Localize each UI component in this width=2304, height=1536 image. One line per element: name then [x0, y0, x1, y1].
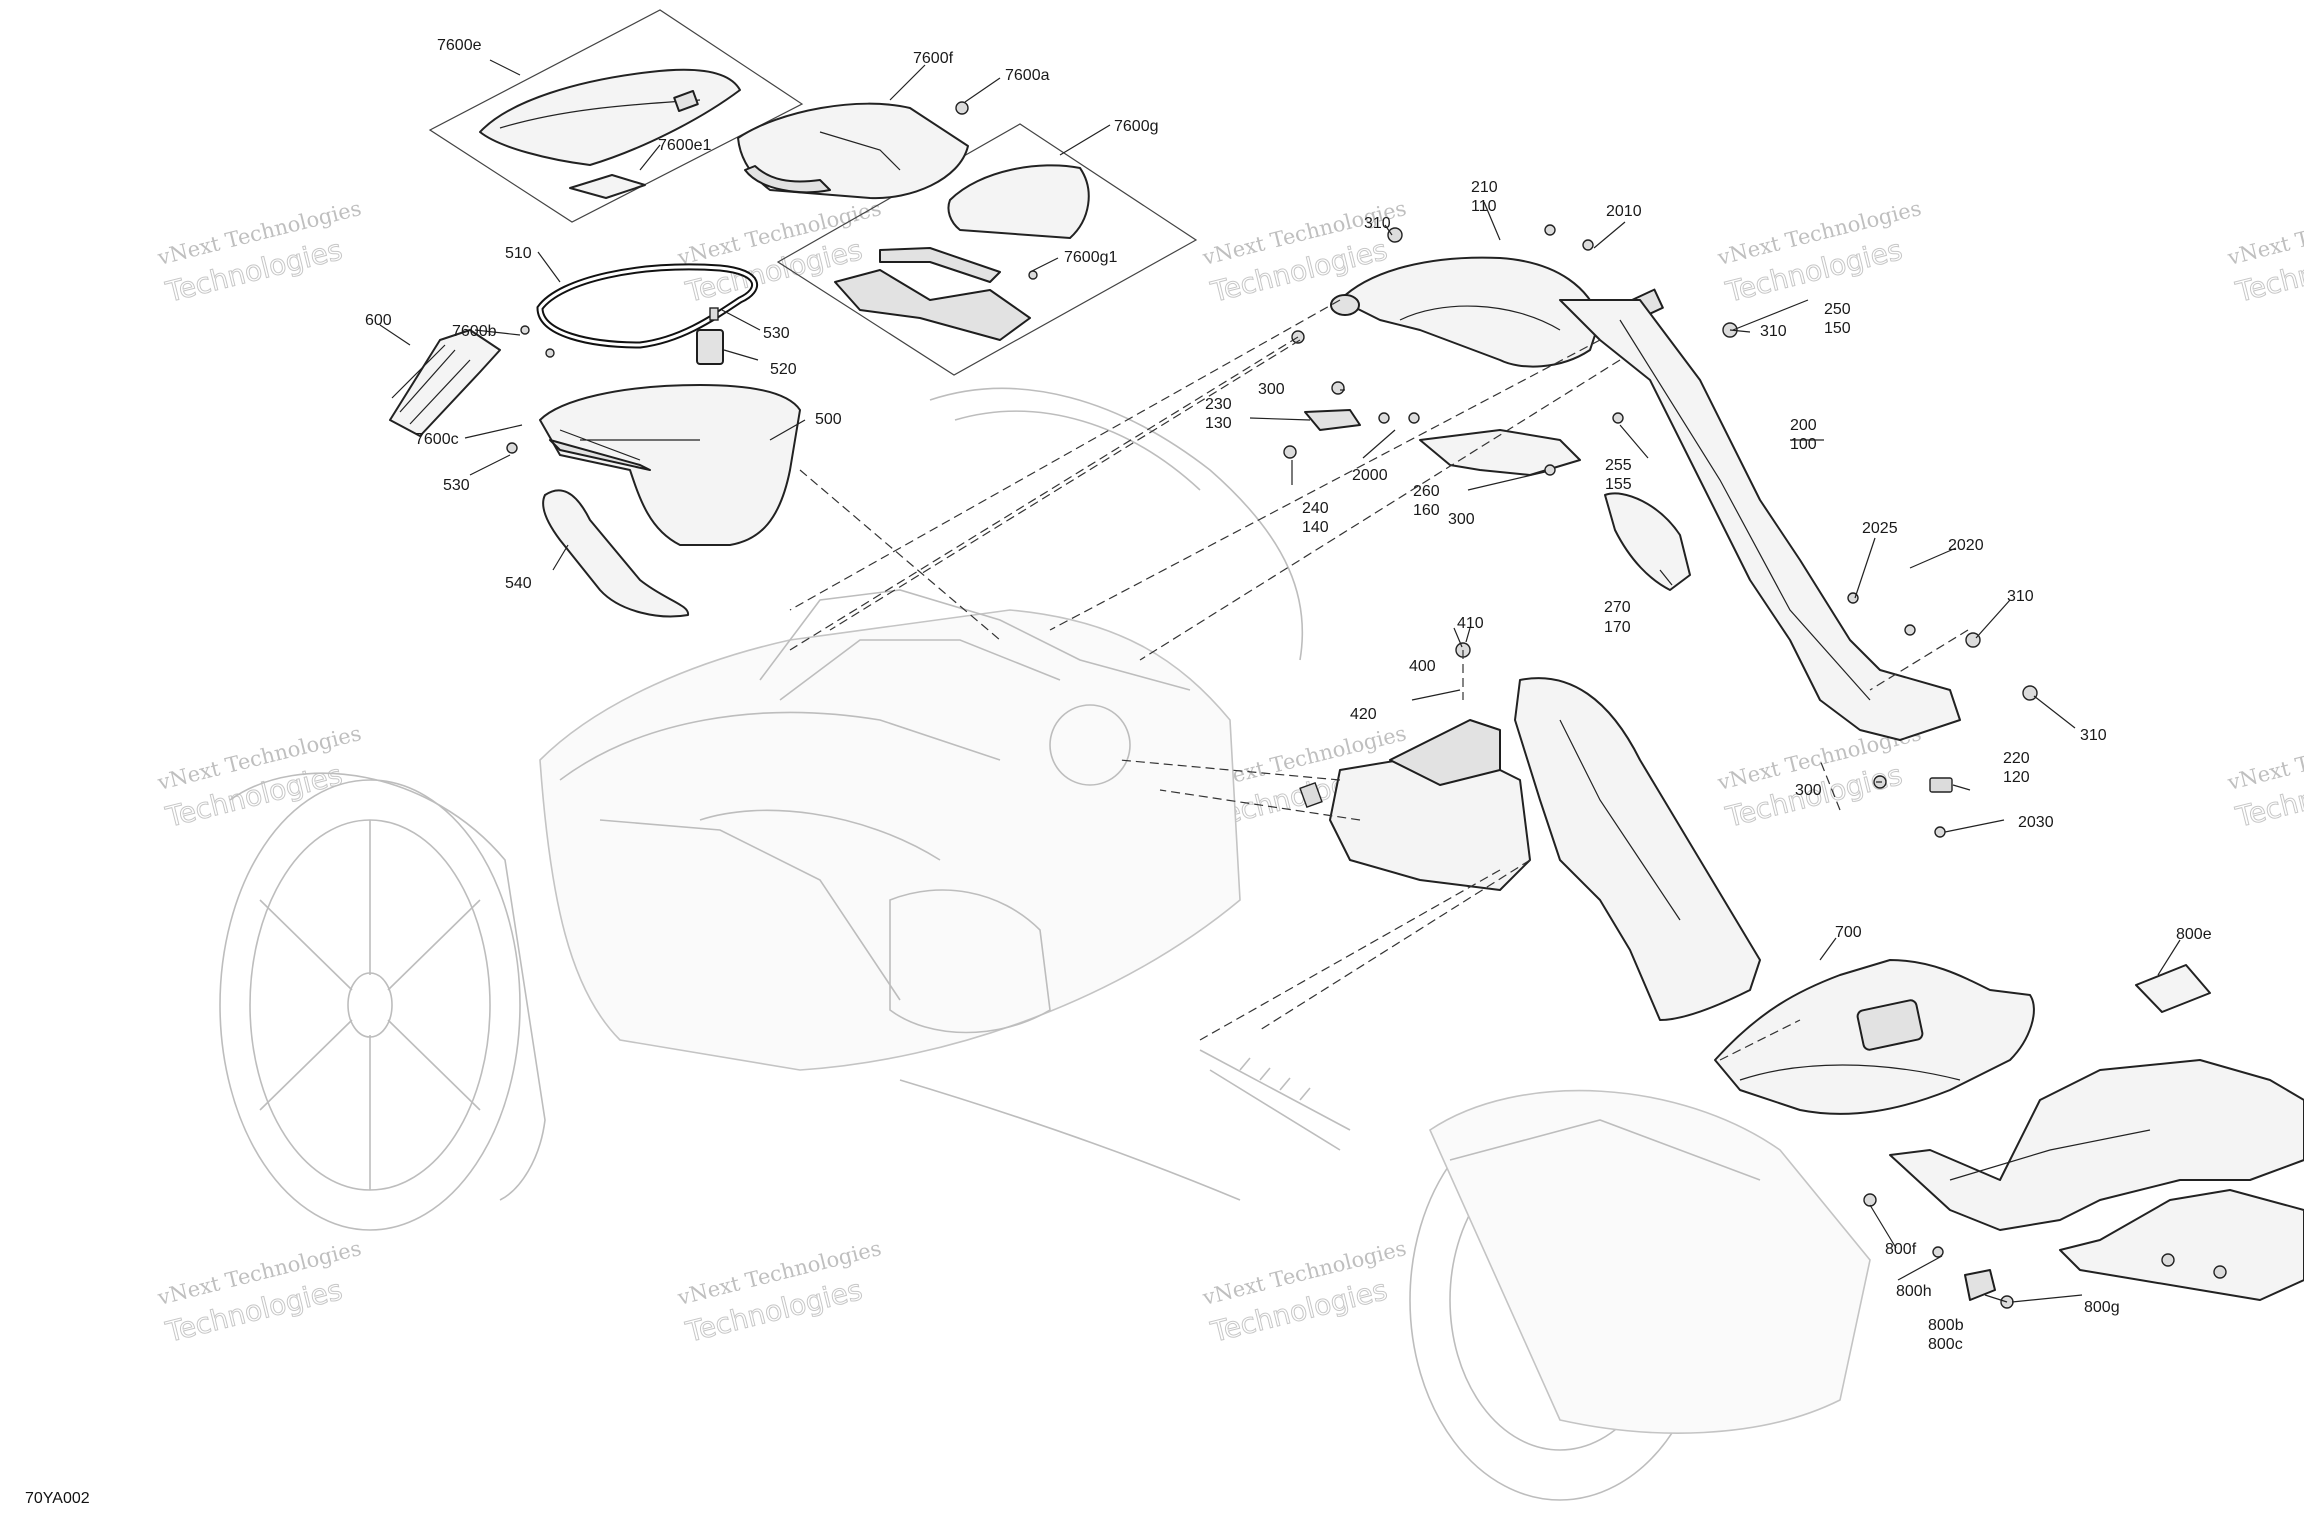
watermark-text: vNext Technologies: [2224, 196, 2304, 270]
part-7600f-console: [737, 102, 969, 200]
part-230-bracket: [1304, 409, 1361, 431]
callout-800h: 800h: [1896, 1283, 1932, 1300]
callout-510: 510: [505, 245, 532, 262]
callout-100: 100: [1790, 436, 1817, 453]
callout-300-b: 300: [1448, 511, 1475, 528]
part-7600e-cover: [479, 68, 741, 166]
callout-500: 500: [815, 411, 842, 428]
callout-410: 410: [1457, 615, 1484, 632]
callout-150: 150: [1824, 320, 1851, 337]
part-200-frame-arm: [1559, 299, 1961, 741]
callout-300-c: 300: [1795, 782, 1822, 799]
callout-520: 520: [770, 361, 797, 378]
part-260-panel: [1419, 429, 1581, 476]
hardware-fasteners: [506, 101, 2227, 1309]
callout-220: 220: [2003, 750, 2030, 767]
callout-200: 200: [1790, 417, 1817, 434]
callout-7600a: 7600a: [1005, 67, 1050, 84]
callout-130: 130: [1205, 415, 1232, 432]
part-510-seal: [536, 263, 759, 349]
watermark: vNext Technologies Technologies: [154, 1236, 363, 1349]
callout-7600e: 7600e: [437, 37, 482, 54]
part-540-strip: [542, 489, 690, 618]
callout-310-b: 310: [1760, 323, 1787, 340]
watermark: vNext Technologies Technologies: [1199, 1236, 1408, 1349]
part-420-clip: [1299, 781, 1323, 809]
callout-210: 210: [1471, 179, 1498, 196]
callout-260: 260: [1413, 483, 1440, 500]
leader-lines: [379, 59, 2181, 1303]
callout-800b: 800b: [1928, 1317, 1964, 1334]
callout-800e: 800e: [2176, 926, 2212, 943]
callout-530-upper: 530: [763, 325, 790, 342]
callout-7600f: 7600f: [913, 50, 954, 67]
callout-2010: 2010: [1606, 203, 1642, 220]
callout-310-d: 310: [2080, 727, 2107, 744]
group-box-7600e: [428, 9, 804, 223]
part-800g-skid: [2059, 1189, 2304, 1301]
callout-240: 240: [1302, 500, 1329, 517]
watermark: vNext Technologies Technologies: [2224, 721, 2304, 834]
part-800h-clip: [1964, 1269, 1996, 1301]
callout-7600e1: 7600e1: [658, 137, 711, 154]
callout-310-a: 310: [1364, 215, 1391, 232]
callout-155: 155: [1605, 476, 1632, 493]
callout-2025: 2025: [1862, 520, 1898, 537]
callout-2000: 2000: [1352, 467, 1388, 484]
callout-530-lower: 530: [443, 477, 470, 494]
callout-800g: 800g: [2084, 1299, 2120, 1316]
callout-2030: 2030: [2018, 814, 2054, 831]
callout-230: 230: [1205, 396, 1232, 413]
assembly-lines: [789, 299, 1969, 1061]
callout-7600c: 7600c: [415, 431, 459, 448]
callout-120: 120: [2003, 769, 2030, 786]
part-7600g-panel: [947, 164, 1090, 239]
callout-600: 600: [365, 312, 392, 329]
callout-160: 160: [1413, 502, 1440, 519]
diagram-code: 70YA002: [25, 1490, 90, 1507]
callout-310-c: 310: [2007, 588, 2034, 605]
part-800e-plate: [2135, 964, 2211, 1013]
callout-7600g1: 7600g1: [1064, 249, 1117, 266]
callout-700: 700: [1835, 924, 1862, 941]
part-700-footwell: [1714, 959, 2035, 1115]
callout-170: 170: [1604, 619, 1631, 636]
callout-255: 255: [1605, 457, 1632, 474]
callout-250: 250: [1824, 301, 1851, 318]
callout-540: 540: [505, 575, 532, 592]
watermark: vNext Technologies Technologies: [154, 196, 363, 309]
callout-2020: 2020: [1948, 537, 1984, 554]
watermark: vNext Technologies Technologies: [1714, 196, 1923, 309]
part-500-glovebox: [539, 384, 801, 546]
part-7600g1-strip: [834, 247, 1031, 341]
part-800f-tray: [1889, 1059, 2304, 1231]
part-520-latch: [696, 307, 724, 365]
watermark: vNext Technologies Technologies: [154, 721, 363, 834]
watermark: vNext Technologies Technologies: [674, 1236, 883, 1349]
part-7600e1-pad: [569, 174, 646, 199]
callout-7600g: 7600g: [1114, 118, 1159, 135]
callout-labels: 7600e 7600e1 7600f 7600a 7600g 7600g1 51…: [365, 37, 2212, 1353]
part-400-side-panel: [1329, 677, 1761, 1021]
callout-400: 400: [1409, 658, 1436, 675]
watermark: vNext Technologies Technologies: [2224, 196, 2304, 309]
watermark-text: vNext Technologies: [2224, 721, 2304, 795]
callout-110: 110: [1471, 198, 1497, 215]
callout-420: 420: [1350, 706, 1377, 723]
part-270-panel: [1604, 492, 1691, 591]
callout-7600b: 7600b: [452, 323, 497, 340]
vehicle-ghost: [219, 387, 1871, 1501]
callout-800c: 800c: [1928, 1336, 1963, 1353]
callout-300-a: 300: [1258, 381, 1285, 398]
part-600-grill: [389, 329, 501, 437]
callout-800f: 800f: [1885, 1241, 1917, 1258]
callout-270: 270: [1604, 599, 1631, 616]
callout-140: 140: [1302, 519, 1329, 536]
